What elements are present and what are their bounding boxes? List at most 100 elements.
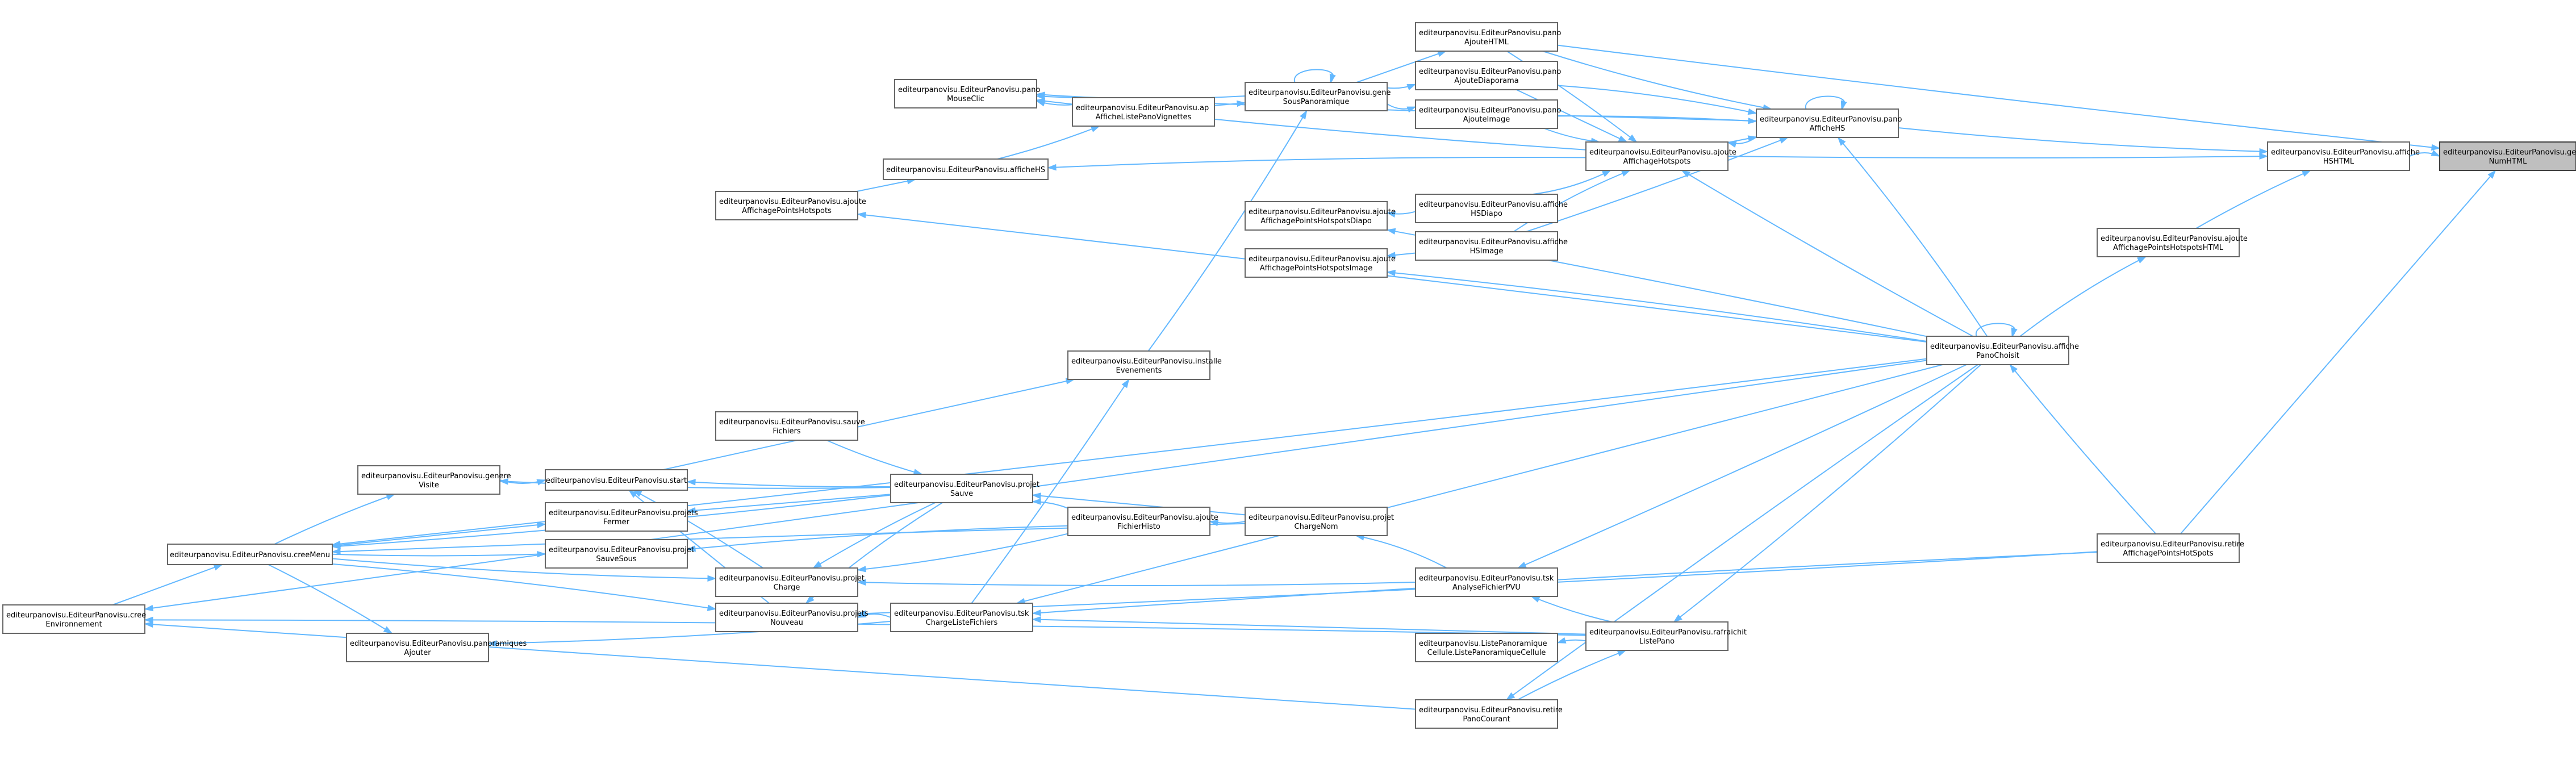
edge-line <box>1673 364 1981 623</box>
node-box <box>2097 228 2240 257</box>
node-panoAjouteHTML[interactable]: editeurpanovisu.EditeurPanovisu.panoAjou… <box>1415 22 1561 52</box>
node-rafraichitListePano[interactable]: editeurpanovisu.EditeurPanovisu.rafraich… <box>1585 621 1747 651</box>
node-afficheHSImage[interactable]: editeurpanovisu.EditeurPanovisu.afficheH… <box>1415 231 1568 261</box>
edge-retireAffPts-to-getNumHTML <box>2180 169 2496 534</box>
node-ajouteAffPtsHSImage[interactable]: editeurpanovisu.EditeurPanovisu.ajouteAf… <box>1245 248 1396 278</box>
node-tskChargeListe[interactable]: editeurpanovisu.EditeurPanovisu.tskCharg… <box>890 603 1033 632</box>
node-creeEnvironnement[interactable]: editeurpanovisu.EditeurPanovisu.creeEnvi… <box>2 604 146 634</box>
node-projetsFermer[interactable]: editeurpanovisu.EditeurPanovisu.projetsF… <box>545 502 698 532</box>
edge-retirePanoCourant-to-creeEnvironnement <box>144 621 1416 710</box>
node-label-line: editeurpanovisu.EditeurPanovisu.pano <box>898 86 1040 94</box>
edge-arrowhead <box>386 494 396 500</box>
edge-line <box>1727 156 2268 158</box>
node-label-line: editeurpanovisu.EditeurPanovisu.tsk <box>1419 574 1554 583</box>
node-ajouteFichierHisto[interactable]: editeurpanovisu.EditeurPanovisu.ajouteFi… <box>1067 507 1218 536</box>
node-label-line: editeurpanovisu.EditeurPanovisu.pano <box>1760 115 1902 124</box>
edge-line <box>857 533 1068 571</box>
node-ajouteAffHotspots[interactable]: editeurpanovisu.EditeurPanovisu.ajouteAf… <box>1585 141 1736 171</box>
node-panoMouseClic[interactable]: editeurpanovisu.EditeurPanovisu.panoMous… <box>894 79 1040 108</box>
node-afficheHSDiapo[interactable]: editeurpanovisu.EditeurPanovisu.afficheH… <box>1415 194 1568 223</box>
edge-panoAffHS-to-panoAffHS <box>1805 95 1847 110</box>
node-projetChargeNom[interactable]: editeurpanovisu.EditeurPanovisu.projetCh… <box>1245 507 1394 536</box>
edge-line <box>687 525 1068 550</box>
node-box <box>545 469 688 491</box>
node-creeMenu[interactable]: editeurpanovisu.EditeurPanovisu.creeMenu <box>167 544 333 565</box>
edge-line <box>1506 364 1978 700</box>
node-tskAnalyse[interactable]: editeurpanovisu.EditeurPanovisu.tskAnaly… <box>1415 567 1558 597</box>
node-getNumHTML[interactable]: editeurpanovisu.EditeurPanovisu.getNumHT… <box>2439 141 2576 171</box>
node-box <box>1415 699 1558 729</box>
node-apAfficheListe[interactable]: editeurpanovisu.EditeurPanovisu.apAffich… <box>1072 97 1215 127</box>
node-retireAffPts[interactable]: editeurpanovisu.EditeurPanovisu.retireAf… <box>2097 533 2244 563</box>
node-box <box>715 411 858 441</box>
edge-line <box>856 179 916 192</box>
node-ajouteAffPtsHTML[interactable]: editeurpanovisu.EditeurPanovisu.ajouteAf… <box>2097 228 2248 257</box>
edge-arrowhead <box>1747 108 1757 115</box>
node-label-line: editeurpanovisu.EditeurPanovisu.projet <box>894 481 1039 489</box>
node-label-line: editeurpanovisu.EditeurPanovisu.ajoute <box>1589 148 1736 157</box>
edge-panoAjouteDiaporama-to-panoAffHS <box>1557 85 1757 115</box>
edge-afficheHS-to-apAfficheListe <box>997 126 1100 160</box>
node-box <box>1415 22 1558 52</box>
edge-tskAnalyse-to-projetChargeNom <box>1355 534 1447 569</box>
edge-arrowhead <box>1032 609 1041 616</box>
node-label-line: editeurpanovisu.EditeurPanovisu.ajoute <box>719 198 866 206</box>
edge-ajouteAffPtsHTML-to-afficheHSHTML <box>2195 170 2312 229</box>
edge-line <box>2009 364 2157 534</box>
edge-afficheHSHTML-to-getNumHTML <box>2409 149 2441 157</box>
edge-creeMenu-to-panoramiquesAjouter <box>268 564 393 634</box>
node-label-line: editeurpanovisu.EditeurPanovisu.cree <box>6 611 146 620</box>
edge-affichePanoChoisit-to-ajouteAffPtsHTML <box>2019 256 2147 337</box>
node-label-line: Ajouter <box>404 649 431 657</box>
node-start[interactable]: editeurpanovisu.EditeurPanovisu.start <box>545 469 688 491</box>
node-label-line: AffichageHotspots <box>1623 157 1691 166</box>
edge-rafraichitListePano-to-creeEnvironnement <box>144 616 1586 636</box>
edge-afficheHSDiapo-to-ajouteAffHotspots <box>1533 170 1611 195</box>
edge-genereSousPano-to-panoAjouteDiaporama <box>1387 83 1417 90</box>
node-panoramiquesAjouter[interactable]: editeurpanovisu.EditeurPanovisu.panorami… <box>346 633 527 662</box>
node-box <box>883 158 1049 180</box>
node-ajouteAffPtsHS[interactable]: editeurpanovisu.EditeurPanovisu.ajouteAf… <box>715 191 866 220</box>
node-affichePanoChoisit[interactable]: editeurpanovisu.EditeurPanovisu.afficheP… <box>1926 336 2079 365</box>
node-installeEvenements[interactable]: editeurpanovisu.EditeurPanovisu.installe… <box>1067 350 1222 380</box>
edge-arrowhead <box>2302 170 2312 177</box>
node-label-line: AffichagePointsHotspotsHTML <box>2113 244 2224 252</box>
node-retirePanoCourant[interactable]: editeurpanovisu.EditeurPanovisu.retirePa… <box>1415 699 1563 729</box>
node-box <box>1245 82 1388 111</box>
node-projetSauveSous[interactable]: editeurpanovisu.EditeurPanovisu.projetSa… <box>545 539 694 569</box>
node-projetCharge[interactable]: editeurpanovisu.EditeurPanovisu.projetCh… <box>715 567 865 597</box>
edge-line <box>1531 596 1613 623</box>
edge-arrowhead <box>1032 616 1041 623</box>
edge-arrowhead <box>1300 110 1308 120</box>
node-box <box>715 191 858 220</box>
node-genereSousPano[interactable]: editeurpanovisu.EditeurPanovisu.geneSous… <box>1245 82 1391 111</box>
node-label-line: editeurpanovisu.EditeurPanovisu.tsk <box>894 609 1029 618</box>
edge-arrowhead <box>213 564 223 571</box>
node-genereVisite[interactable]: editeurpanovisu.EditeurPanovisu.genereVi… <box>357 465 511 495</box>
edge-affichePanoChoisit-to-ajouteAffPtsHSImage <box>1386 269 1927 342</box>
node-listePanoCellule[interactable]: editeurpanovisu.ListePanoramiqueCellule.… <box>1415 633 1558 662</box>
edge-line <box>1032 552 2098 614</box>
node-label-line: editeurpanovisu.EditeurPanovisu.retire <box>1419 706 1563 715</box>
node-box <box>715 567 858 597</box>
edge-rafraichitListePano-to-listePanoCellule <box>1556 637 1586 644</box>
edge-line <box>826 440 922 475</box>
node-afficheHSHTML[interactable]: editeurpanovisu.EditeurPanovisu.afficheH… <box>2267 141 2420 171</box>
node-box <box>1415 99 1558 129</box>
node-box <box>2267 141 2410 171</box>
node-afficheHS[interactable]: editeurpanovisu.EditeurPanovisu.afficheH… <box>883 158 1049 180</box>
node-label-line: HSHTML <box>2323 157 2354 166</box>
edge-arrowhead <box>1329 73 1336 83</box>
node-projetsNouveau[interactable]: editeurpanovisu.EditeurPanovisu.projetsN… <box>715 603 869 632</box>
edge-line <box>332 563 716 610</box>
edge-line <box>1837 137 1988 337</box>
node-projetSauve[interactable]: editeurpanovisu.EditeurPanovisu.projetSa… <box>890 474 1039 503</box>
edge-rafraichitListePano-to-tskChargeListe <box>1032 616 1586 635</box>
node-panoAjouteDiaporama[interactable]: editeurpanovisu.EditeurPanovisu.panoAjou… <box>1415 61 1561 90</box>
node-label-line: AffichagePointsHotspots <box>742 207 832 215</box>
node-panoAffHS[interactable]: editeurpanovisu.EditeurPanovisu.panoAffi… <box>1756 108 1902 138</box>
node-panoAjouteImage[interactable]: editeurpanovisu.EditeurPanovisu.panoAjou… <box>1415 99 1561 129</box>
node-sauveFichiers[interactable]: editeurpanovisu.EditeurPanovisu.sauveFic… <box>715 411 865 441</box>
edge-arrowhead <box>686 545 696 552</box>
node-ajouteAffPtsHSDiapo[interactable]: editeurpanovisu.EditeurPanovisu.ajouteAf… <box>1245 201 1396 231</box>
